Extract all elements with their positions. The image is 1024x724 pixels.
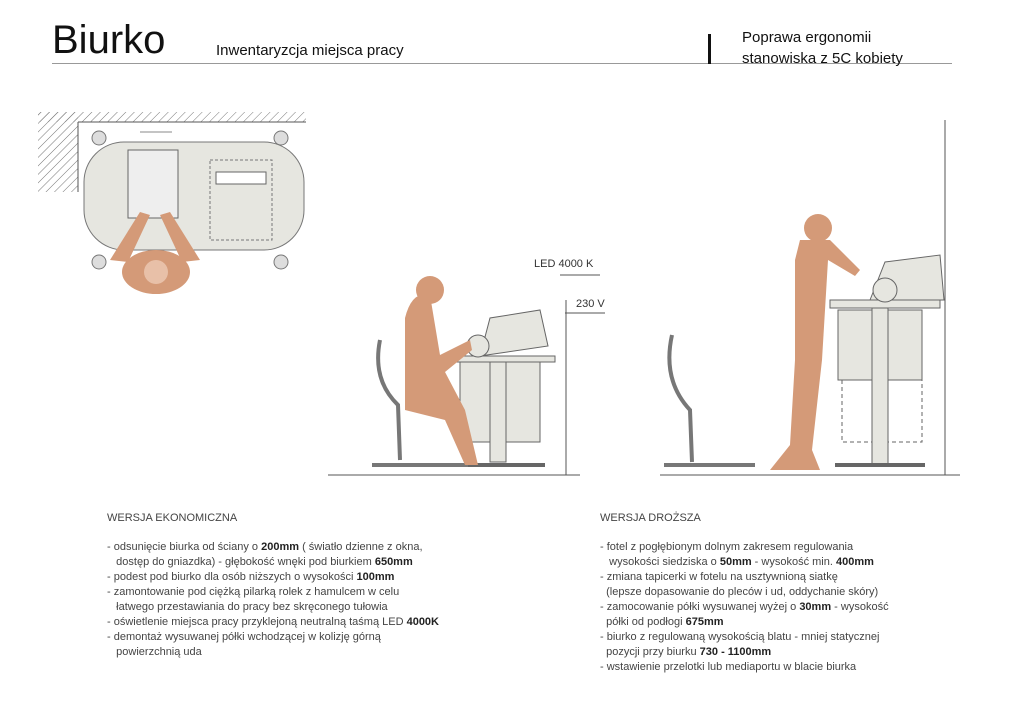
emphasized-value: 650mm <box>374 556 413 568</box>
list-line: wysokości siedziska o 50mm - wysokość mi… <box>600 555 889 570</box>
list-text: - wysokość min. <box>751 556 836 568</box>
list-line: powierzchnią uda <box>107 645 439 660</box>
list-text: - zamontowanie pod ciężką pilarką rolek … <box>107 586 400 598</box>
emphasized-value: 100mm <box>356 571 395 583</box>
premium-version: WERSJA DROŻSZA - fotel z pogłębionym dol… <box>600 511 889 675</box>
list-line: - biurko z regulowaną wysokością blatu -… <box>600 630 889 645</box>
list-text: pozycji przy biurku <box>600 646 700 658</box>
side-title-line-1: Poprawa ergonomii <box>742 29 872 46</box>
side-view-premium <box>660 120 960 476</box>
list-line: dostęp do gniazdka) - głębokość wnęki po… <box>107 555 439 570</box>
list-text: (lepsze dopasowanie do pleców i ud, oddy… <box>600 586 879 598</box>
premium-heading: WERSJA DROŻSZA <box>600 512 701 524</box>
list-line: - podest pod biurko dla osób niższych o … <box>107 570 439 585</box>
list-line: - wstawienie przelotki lub mediaportu w … <box>600 660 889 675</box>
list-text: - zamocowanie półki wysuwanej wyżej o <box>600 601 800 613</box>
premium-list: - fotel z pogłębionym dolnym zakresem re… <box>600 540 889 675</box>
list-text: - biurko z regulowaną wysokością blatu -… <box>600 631 880 643</box>
list-line: - zamontowanie pod ciężką pilarką rolek … <box>107 585 439 600</box>
list-line: (lepsze dopasowanie do pleców i ud, oddy… <box>600 585 889 600</box>
list-text: - oświetlenie miejsca pracy przyklejoną … <box>107 616 407 628</box>
economic-heading: WERSJA EKONOMICZNA <box>107 512 238 524</box>
side-title-line-2: stanowiska z 5C kobiety <box>742 50 903 67</box>
emphasized-value: 4000K <box>406 616 439 628</box>
list-line: - zamocowanie półki wysuwanej wyżej o 30… <box>600 600 889 615</box>
list-line: - fotel z pogłębionym dolnym zakresem re… <box>600 540 889 555</box>
list-text: - odsunięcie biurka od ściany o <box>107 541 262 553</box>
list-text: powierzchnią uda <box>107 646 202 658</box>
led-label: LED 4000 K <box>534 258 594 270</box>
emphasized-value: 30mm <box>799 601 832 613</box>
list-text: - demontaż wysuwanej półki wchodzącej w … <box>107 631 381 643</box>
list-text: półki od podłogi <box>600 616 686 628</box>
list-text: - wysokość <box>831 601 889 613</box>
list-text: - fotel z pogłębionym dolnym zakresem re… <box>600 541 854 553</box>
page-title: Biurko <box>52 18 166 62</box>
emphasized-value: 675mm <box>685 616 724 628</box>
list-line: - zmiana tapicerki w fotelu na usztywnio… <box>600 570 889 585</box>
voltage-label: 230 V <box>576 298 605 310</box>
header-accent-bar <box>708 34 711 64</box>
emphasized-value: 400mm <box>835 556 874 568</box>
list-text: łatwego przestawiania do pracy bez skręc… <box>107 601 388 613</box>
list-text: ( światło dzienne z okna, <box>299 541 423 553</box>
side-view-economic <box>328 274 605 476</box>
list-text: dostęp do gniazdka) - głębokość wnęki po… <box>107 556 375 568</box>
list-text: - wstawienie przelotki lub mediaportu w … <box>600 661 857 673</box>
illustrations <box>38 112 960 476</box>
list-line: - oświetlenie miejsca pracy przyklejoną … <box>107 615 439 630</box>
list-line: - odsunięcie biurka od ściany o 200mm ( … <box>107 540 439 555</box>
list-line: pozycji przy biurku 730 - 1100mm <box>600 645 889 660</box>
side-title: Poprawa ergonomii stanowiska z 5C kobiet… <box>742 27 903 69</box>
emphasized-value: 730 - 1100mm <box>699 646 772 658</box>
emphasized-value: 200mm <box>261 541 300 553</box>
economic-list: - odsunięcie biurka od ściany o 200mm ( … <box>107 540 439 660</box>
list-line: półki od podłogi 675mm <box>600 615 889 630</box>
emphasized-value: 50mm <box>719 556 752 568</box>
list-text: - zmiana tapicerki w fotelu na usztywnio… <box>600 571 838 583</box>
plan-view <box>38 112 306 294</box>
list-text: wysokości siedziska o <box>600 556 720 568</box>
header-divider <box>52 63 952 64</box>
list-line: łatwego przestawiania do pracy bez skręc… <box>107 600 439 615</box>
list-text: - podest pod biurko dla osób niższych o … <box>107 571 357 583</box>
page-subtitle: Inwentaryzcja miejsca pracy <box>216 42 404 59</box>
list-line: - demontaż wysuwanej półki wchodzącej w … <box>107 630 439 645</box>
economic-version: WERSJA EKONOMICZNA - odsunięcie biurka o… <box>107 511 439 660</box>
